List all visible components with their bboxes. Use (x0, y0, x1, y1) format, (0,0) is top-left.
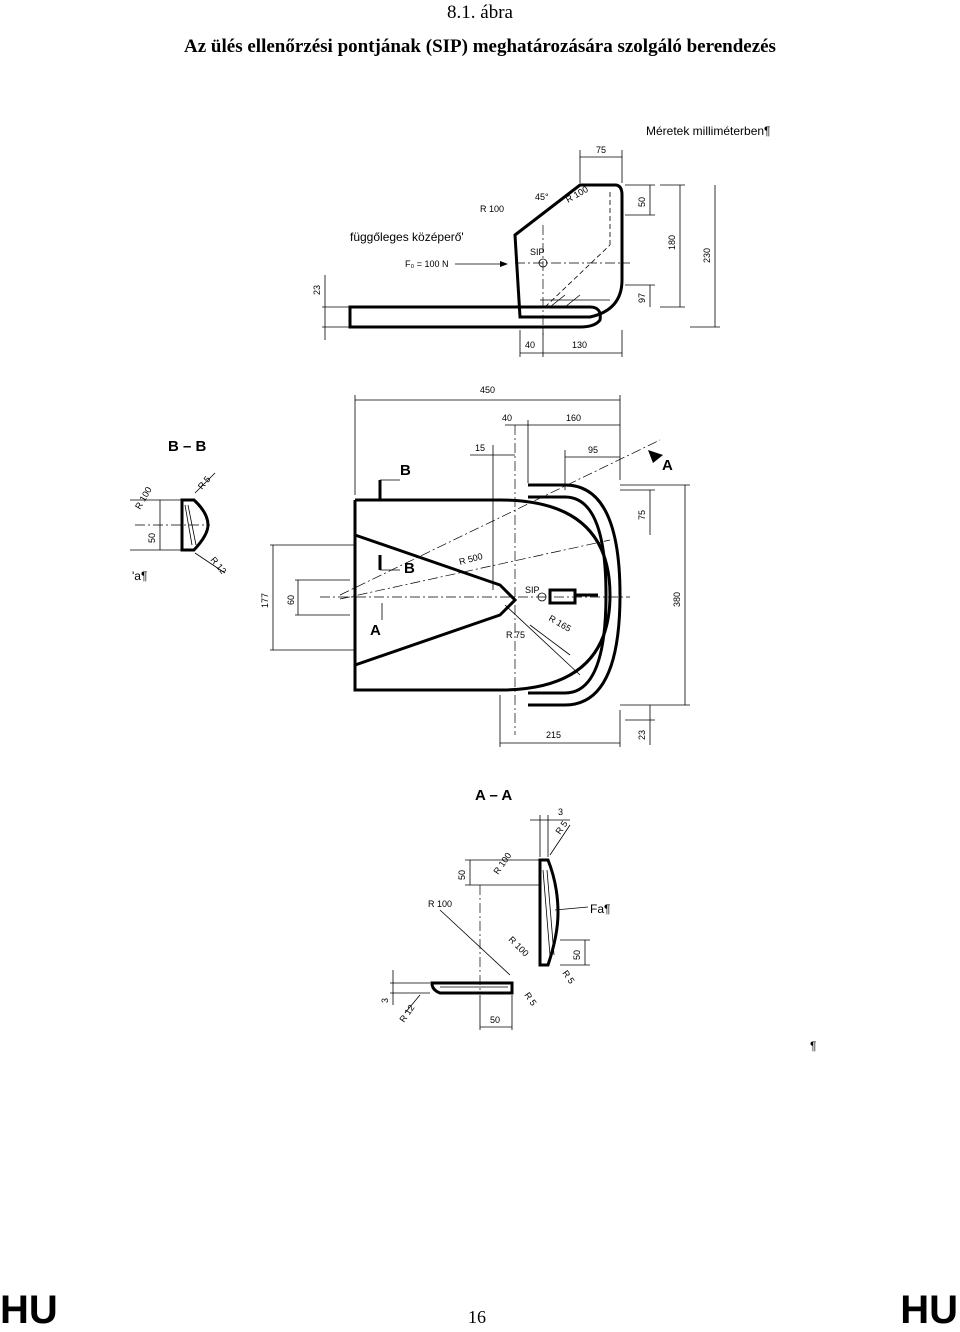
dim-177: 177 (260, 593, 270, 608)
section-aa: A – A 3 R 5 R 100 50 R 100 R 100 Fa¶ 50 … (380, 787, 816, 1053)
figure-number: 8.1. ábra (447, 2, 513, 23)
side-view: Méretek milliméterben¶ függőleges középe… (312, 124, 770, 357)
dim-130: 130 (572, 340, 587, 350)
dim-aa-r12: R 12 (397, 1003, 416, 1024)
units-note: Méretek milliméterben¶ (646, 124, 770, 138)
dim-180: 180 (667, 235, 677, 250)
dim-aa-3-left: 3 (380, 998, 390, 1003)
dim-40: 40 (525, 340, 535, 350)
dim-23-plan: 23 (637, 730, 647, 740)
footer-language-right: HU (900, 1288, 958, 1332)
sip-label-plan: SIP (525, 585, 540, 595)
dim-bb-r100: R 100 (133, 485, 154, 511)
sip-label-side: SIP (530, 247, 545, 257)
plan-view: SIP B B A A 450 40 160 15 95 75 R 500 (260, 385, 690, 747)
technical-drawing: Méretek milliméterben¶ függőleges középe… (130, 124, 816, 1053)
dim-r500: R 500 (458, 551, 484, 567)
material-label-aa: Fa¶ (590, 902, 610, 916)
dim-aa-3-top: 3 (558, 807, 563, 817)
force-label: F₀ = 100 N (405, 259, 449, 269)
dim-40-plan: 40 (502, 413, 512, 423)
cut-a-right: A (662, 457, 673, 474)
dim-75: 75 (596, 145, 606, 155)
dim-aa-r5-right: R 5 (560, 968, 576, 985)
dim-215: 215 (546, 730, 561, 740)
dim-160: 160 (566, 413, 581, 423)
dim-r165: R 165 (547, 613, 573, 634)
dim-60: 60 (286, 595, 296, 605)
dim-aa-r100-diag: R 100 (507, 934, 531, 958)
dim-75-plan: 75 (637, 510, 647, 520)
dim-380: 380 (672, 592, 682, 607)
page-number: 16 (468, 1307, 486, 1327)
material-label-bb: 'a¶ (132, 569, 147, 583)
dim-50: 50 (637, 197, 647, 207)
dim-aa-50-right: 50 (572, 950, 582, 960)
dim-bb-r12: R 12 (208, 555, 228, 576)
dim-45deg: 45° (535, 192, 549, 202)
cut-b-top: B (400, 462, 411, 479)
cut-a-left: A (370, 622, 381, 639)
dim-15: 15 (475, 443, 485, 453)
cut-b-bottom: B (404, 560, 415, 577)
footer-language-left: HU (0, 1288, 58, 1332)
dim-r75: R 75 (506, 630, 525, 640)
dim-aa-50-top: 50 (457, 870, 467, 880)
dim-bb-50: 50 (147, 533, 157, 543)
dim-aa-50-bottom: 50 (490, 1015, 500, 1025)
dim-95: 95 (588, 445, 598, 455)
dim-23: 23 (312, 285, 322, 295)
section-bb: B – B R 100 R 5 50 R 12 'a¶ (130, 438, 228, 583)
pilcrow-mark: ¶ (810, 1039, 816, 1053)
dim-r100-a: R 100 (480, 204, 504, 214)
dim-aa-r5-top: R 5 (553, 819, 569, 836)
dim-230: 230 (702, 248, 712, 263)
dim-bb-r5: R 5 (196, 474, 213, 491)
dim-aa-r5-bottom: R 5 (522, 990, 538, 1007)
dim-aa-r100-top: R 100 (491, 851, 513, 876)
dim-450: 450 (480, 385, 495, 395)
dim-97: 97 (637, 293, 647, 303)
dim-aa-r100-left: R 100 (428, 899, 452, 909)
vertical-force-label: függőleges középerő' (350, 230, 464, 244)
section-bb-title: B – B (168, 438, 207, 455)
figure-title: Az ülés ellenőrzési pontjának (SIP) megh… (184, 36, 776, 57)
section-aa-title: A – A (475, 787, 512, 804)
